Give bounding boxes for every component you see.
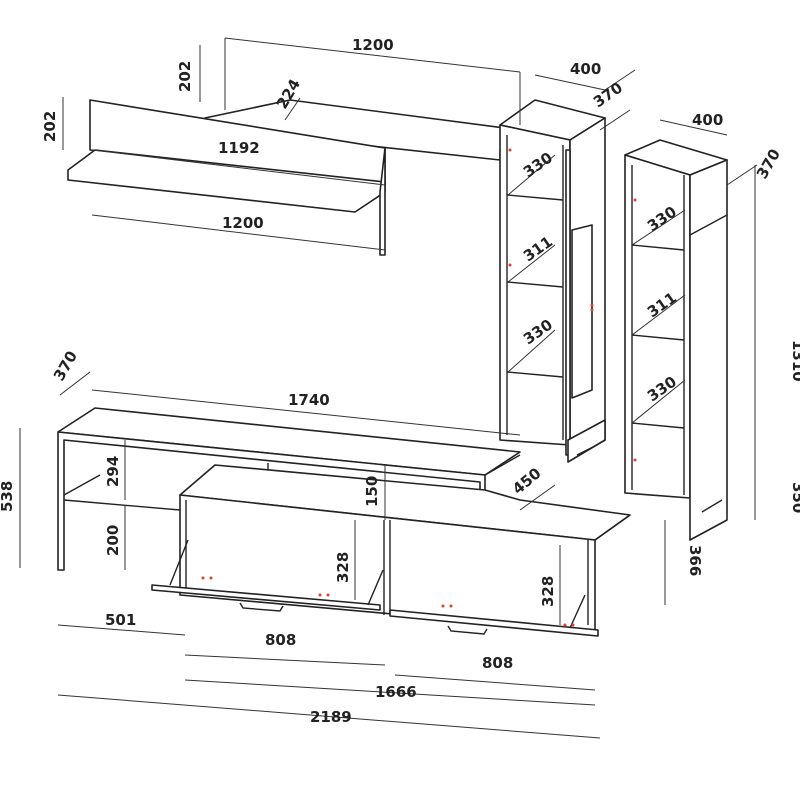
dim-cabinet1-depth: 370 bbox=[590, 79, 626, 112]
dim-drawer2-height: 328 bbox=[539, 576, 557, 607]
dim-base-height: 366 bbox=[686, 545, 704, 576]
dim-upper-shelf-width: 1200 bbox=[352, 36, 394, 54]
dim-tv-unit-open-upper: 294 bbox=[104, 456, 122, 487]
dimension-lines bbox=[19, 37, 758, 739]
tv-unit-base bbox=[151, 464, 631, 637]
dim-lower-shelf-width: 1200 bbox=[222, 214, 264, 232]
dim-tv-unit-top-width: 1740 bbox=[288, 391, 330, 409]
dim-tv-unit-base-depth: 450 bbox=[509, 464, 545, 498]
dim-drawer1-height: 328 bbox=[334, 552, 352, 583]
dim-cabinet2-depth: 370 bbox=[753, 146, 784, 182]
dim-tv-unit-height: 538 bbox=[0, 481, 16, 512]
tall-cabinet-left bbox=[499, 99, 606, 463]
dim-total-width: 2189 bbox=[310, 708, 352, 726]
dim-cabinet-base: 350 bbox=[789, 482, 800, 513]
dim-lower-shelf-inner-width: 1192 bbox=[218, 139, 260, 157]
dim-drawer2-width: 808 bbox=[482, 654, 513, 672]
tall-cabinet-right bbox=[624, 139, 728, 541]
dim-upper-shelf-height: 202 bbox=[176, 61, 194, 92]
dim-cabinet1-width: 400 bbox=[570, 60, 601, 78]
dim-lower-shelf-height: 202 bbox=[41, 111, 59, 142]
dim-tv-unit-depth: 370 bbox=[50, 348, 81, 384]
dim-cabinet2-width: 400 bbox=[692, 111, 723, 129]
dim-side-offset: 501 bbox=[105, 611, 136, 629]
dim-tv-unit-open-lower: 200 bbox=[104, 525, 122, 556]
dim-drawer1-width: 808 bbox=[265, 631, 296, 649]
dim-cabinet-height: 1310 bbox=[789, 340, 800, 382]
dim-tv-unit-gap: 150 bbox=[363, 476, 381, 507]
dim-base-width: 1666 bbox=[375, 683, 417, 701]
